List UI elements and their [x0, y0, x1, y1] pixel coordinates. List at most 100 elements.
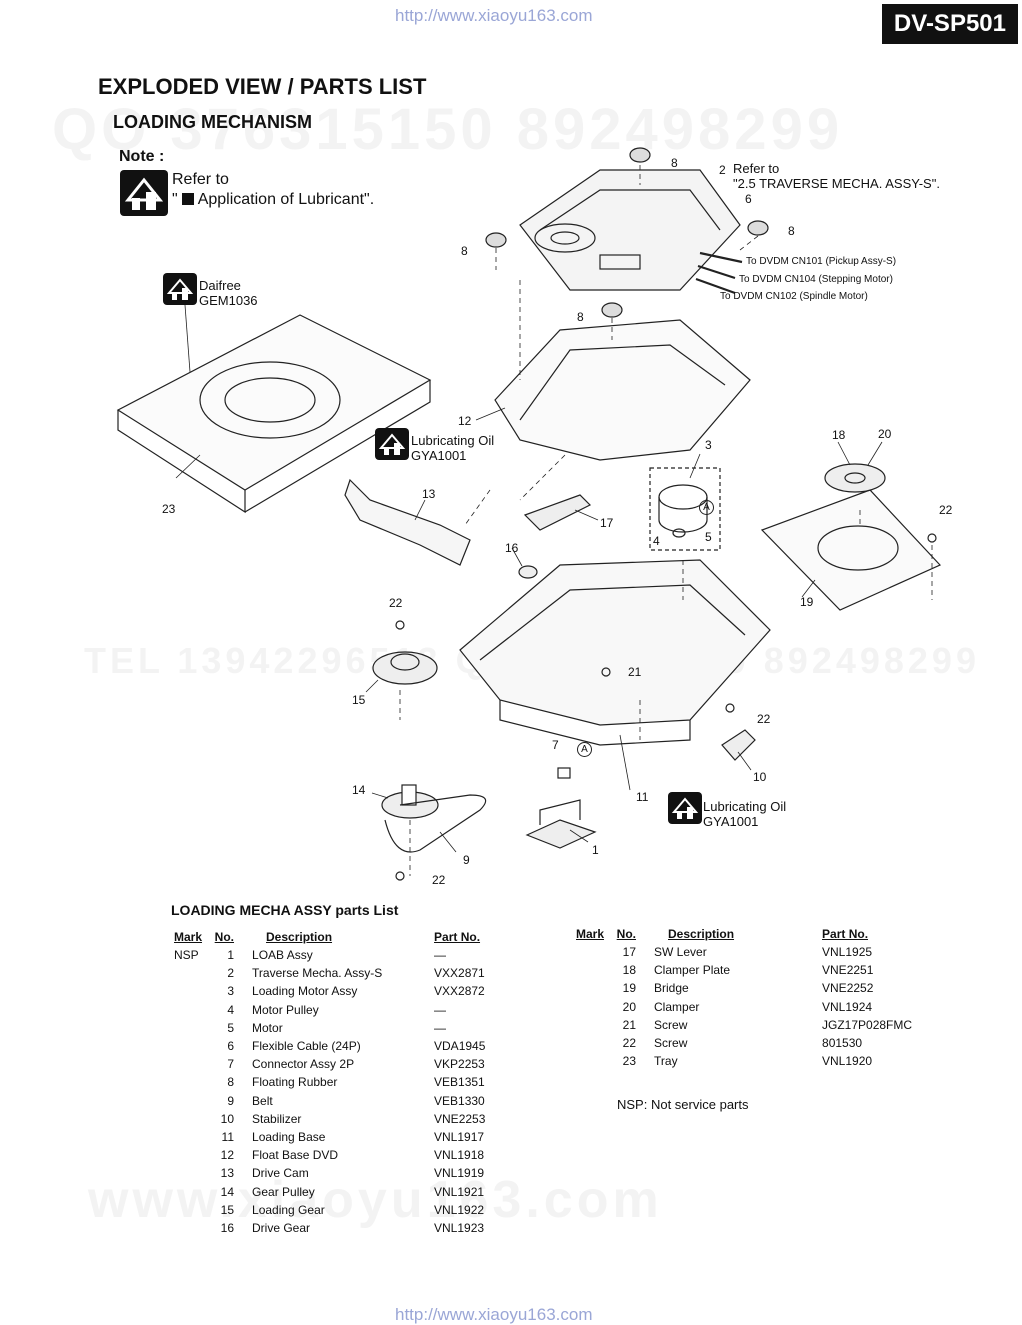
cell-desc: LOAB Assy	[252, 948, 313, 963]
cell-no: 1	[227, 948, 235, 963]
part-number-label: 7	[552, 738, 559, 752]
cell-mark	[572, 1016, 608, 1034]
callout-a-circle: A	[699, 500, 714, 515]
callout-a-circle: A	[577, 742, 592, 757]
cell-desc: Gear Pulley	[252, 1184, 315, 1199]
cell-desc: Motor	[252, 1020, 283, 1035]
top-url[interactable]: http://www.xiaoyu163.com	[395, 6, 593, 25]
cell-desc: Loading Motor Assy	[252, 984, 358, 999]
cell-part: VNE2252	[822, 981, 874, 996]
cell-part: VXX2872	[434, 984, 485, 999]
table-row: 19 Bridge VNE2252	[572, 979, 926, 997]
cell-no: 15	[220, 1202, 235, 1217]
part-number-label: 5	[705, 530, 712, 544]
cell-desc: Screw	[654, 1017, 688, 1032]
cell-desc: Clamper Plate	[654, 963, 731, 978]
col-desc: Description	[668, 927, 735, 941]
cell-mark	[572, 1034, 608, 1052]
cell-mark	[572, 961, 608, 979]
cell-mark	[170, 1073, 206, 1091]
cell-no: 22	[622, 1036, 637, 1051]
part-number-label: 17	[600, 516, 614, 530]
part-number-label: 9	[463, 853, 470, 867]
watermark-qq: QQ 376315150 892498299	[52, 97, 844, 162]
cell-mark	[170, 1146, 206, 1164]
cell-no: 20	[622, 999, 637, 1014]
part-number-label: 1	[592, 843, 599, 857]
cell-mark	[170, 1164, 206, 1182]
note-title: Note :	[119, 148, 165, 165]
cell-mark	[170, 982, 206, 1000]
cell-part: JGZ17P028FMC	[822, 1017, 913, 1032]
part-number-label: 23	[162, 502, 176, 516]
part-number-label: 14	[352, 783, 366, 797]
cell-mark	[170, 1182, 206, 1200]
callout-daifree-2: GEM1036	[199, 293, 258, 308]
cell-part: VNL1923	[434, 1220, 485, 1235]
part-number-label: 12	[458, 414, 472, 428]
exploded-view-diagram	[116, 147, 942, 881]
cell-mark	[572, 998, 608, 1016]
cell-part: —	[434, 1002, 447, 1017]
cell-desc: Drive Gear	[252, 1220, 311, 1235]
cell-no: 18	[622, 963, 637, 978]
cell-desc: Flexible Cable (24P)	[252, 1039, 361, 1054]
table-row: 10 Stabilizer VNE2253	[170, 1110, 508, 1128]
lubricant-icon	[120, 170, 168, 216]
part-number-label: 4	[653, 534, 660, 548]
cell-no: 21	[622, 1017, 637, 1032]
note-line2-text: Application of Lubricant".	[197, 191, 375, 208]
cell-no: 10	[220, 1111, 235, 1126]
cell-mark	[170, 1092, 206, 1110]
cell-no: 17	[622, 945, 637, 960]
part-number-label: 22	[757, 712, 771, 726]
callout-cn104: To DVDM CN104 (Stepping Motor)	[739, 274, 893, 285]
part-number-label: 22	[432, 873, 446, 887]
cell-no: 5	[227, 1020, 235, 1035]
part-number-label: 21	[628, 665, 642, 679]
cell-part: VNL1917	[434, 1129, 485, 1144]
callout-refer-to: Refer to	[733, 161, 780, 176]
page-title: EXPLODED VIEW / PARTS LIST	[98, 74, 427, 99]
note-line1: Refer to	[172, 171, 229, 188]
part-number-label: 8	[788, 224, 795, 238]
cell-desc: SW Lever	[654, 945, 707, 960]
cell-part: VNE2253	[434, 1111, 486, 1126]
bottom-url[interactable]: http://www.xiaoyu163.com	[395, 1305, 593, 1324]
table-header-row: Mark No. Description Part No.	[572, 925, 926, 943]
cell-no: 12	[220, 1148, 235, 1163]
cell-no: 4	[227, 1002, 235, 1017]
cell-part: 801530	[822, 1036, 863, 1051]
callout-cn102: To DVDM CN102 (Spindle Motor)	[720, 291, 868, 302]
lubricant-icon	[163, 273, 197, 305]
cell-no: 8	[227, 1075, 235, 1090]
cell-mark	[170, 1037, 206, 1055]
part-number-label: 8	[461, 244, 468, 258]
col-mark: Mark	[174, 930, 203, 944]
lubricant-icon	[668, 792, 702, 824]
col-no: No.	[616, 927, 637, 941]
cell-part: VNL1924	[822, 999, 873, 1014]
cell-mark	[170, 1201, 206, 1219]
cell-desc: Stabilizer	[252, 1111, 302, 1126]
parts-list-title: LOADING MECHA ASSY parts List	[171, 902, 399, 918]
cell-part: VDA1945	[434, 1039, 486, 1054]
col-part: Part No.	[434, 930, 481, 944]
lubricant-icon	[375, 428, 409, 460]
cell-no: 19	[622, 981, 637, 996]
callout-lub2-1: Lubricating Oil	[703, 799, 787, 814]
cell-desc: Bridge	[654, 981, 689, 996]
